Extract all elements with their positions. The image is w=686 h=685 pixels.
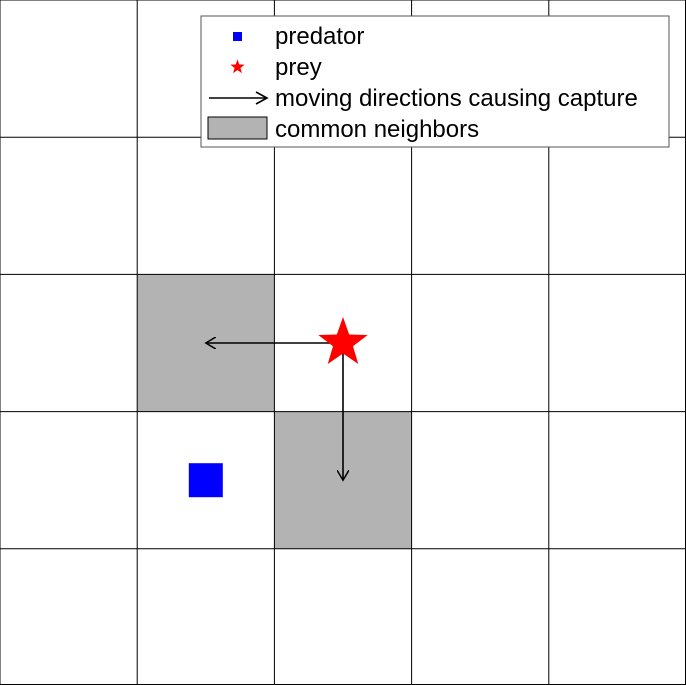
legend-label-predator: predator <box>275 23 364 50</box>
capture-arrows <box>206 343 343 480</box>
legend-item-prey: prey <box>230 54 322 81</box>
arrowhead-icon <box>255 91 269 105</box>
legend-label-common-neighbors: common neighbors <box>275 116 479 143</box>
legend: predator prey moving directions causing … <box>200 15 670 148</box>
legend-item-predator: predator <box>233 23 364 50</box>
legend-label-capture-directions: moving directions causing capture <box>275 85 638 112</box>
predator-marker <box>188 463 223 498</box>
square-marker-icon <box>233 32 242 41</box>
star-marker-icon <box>230 59 245 74</box>
legend-box <box>200 15 670 148</box>
agents <box>188 317 368 498</box>
gray-patch-icon <box>207 116 268 140</box>
prey-marker <box>318 317 368 365</box>
legend-item-capture-directions: moving directions causing capture <box>209 85 638 112</box>
legend-item-common-neighbors: common neighbors <box>207 116 479 143</box>
legend-label-prey: prey <box>275 54 322 81</box>
